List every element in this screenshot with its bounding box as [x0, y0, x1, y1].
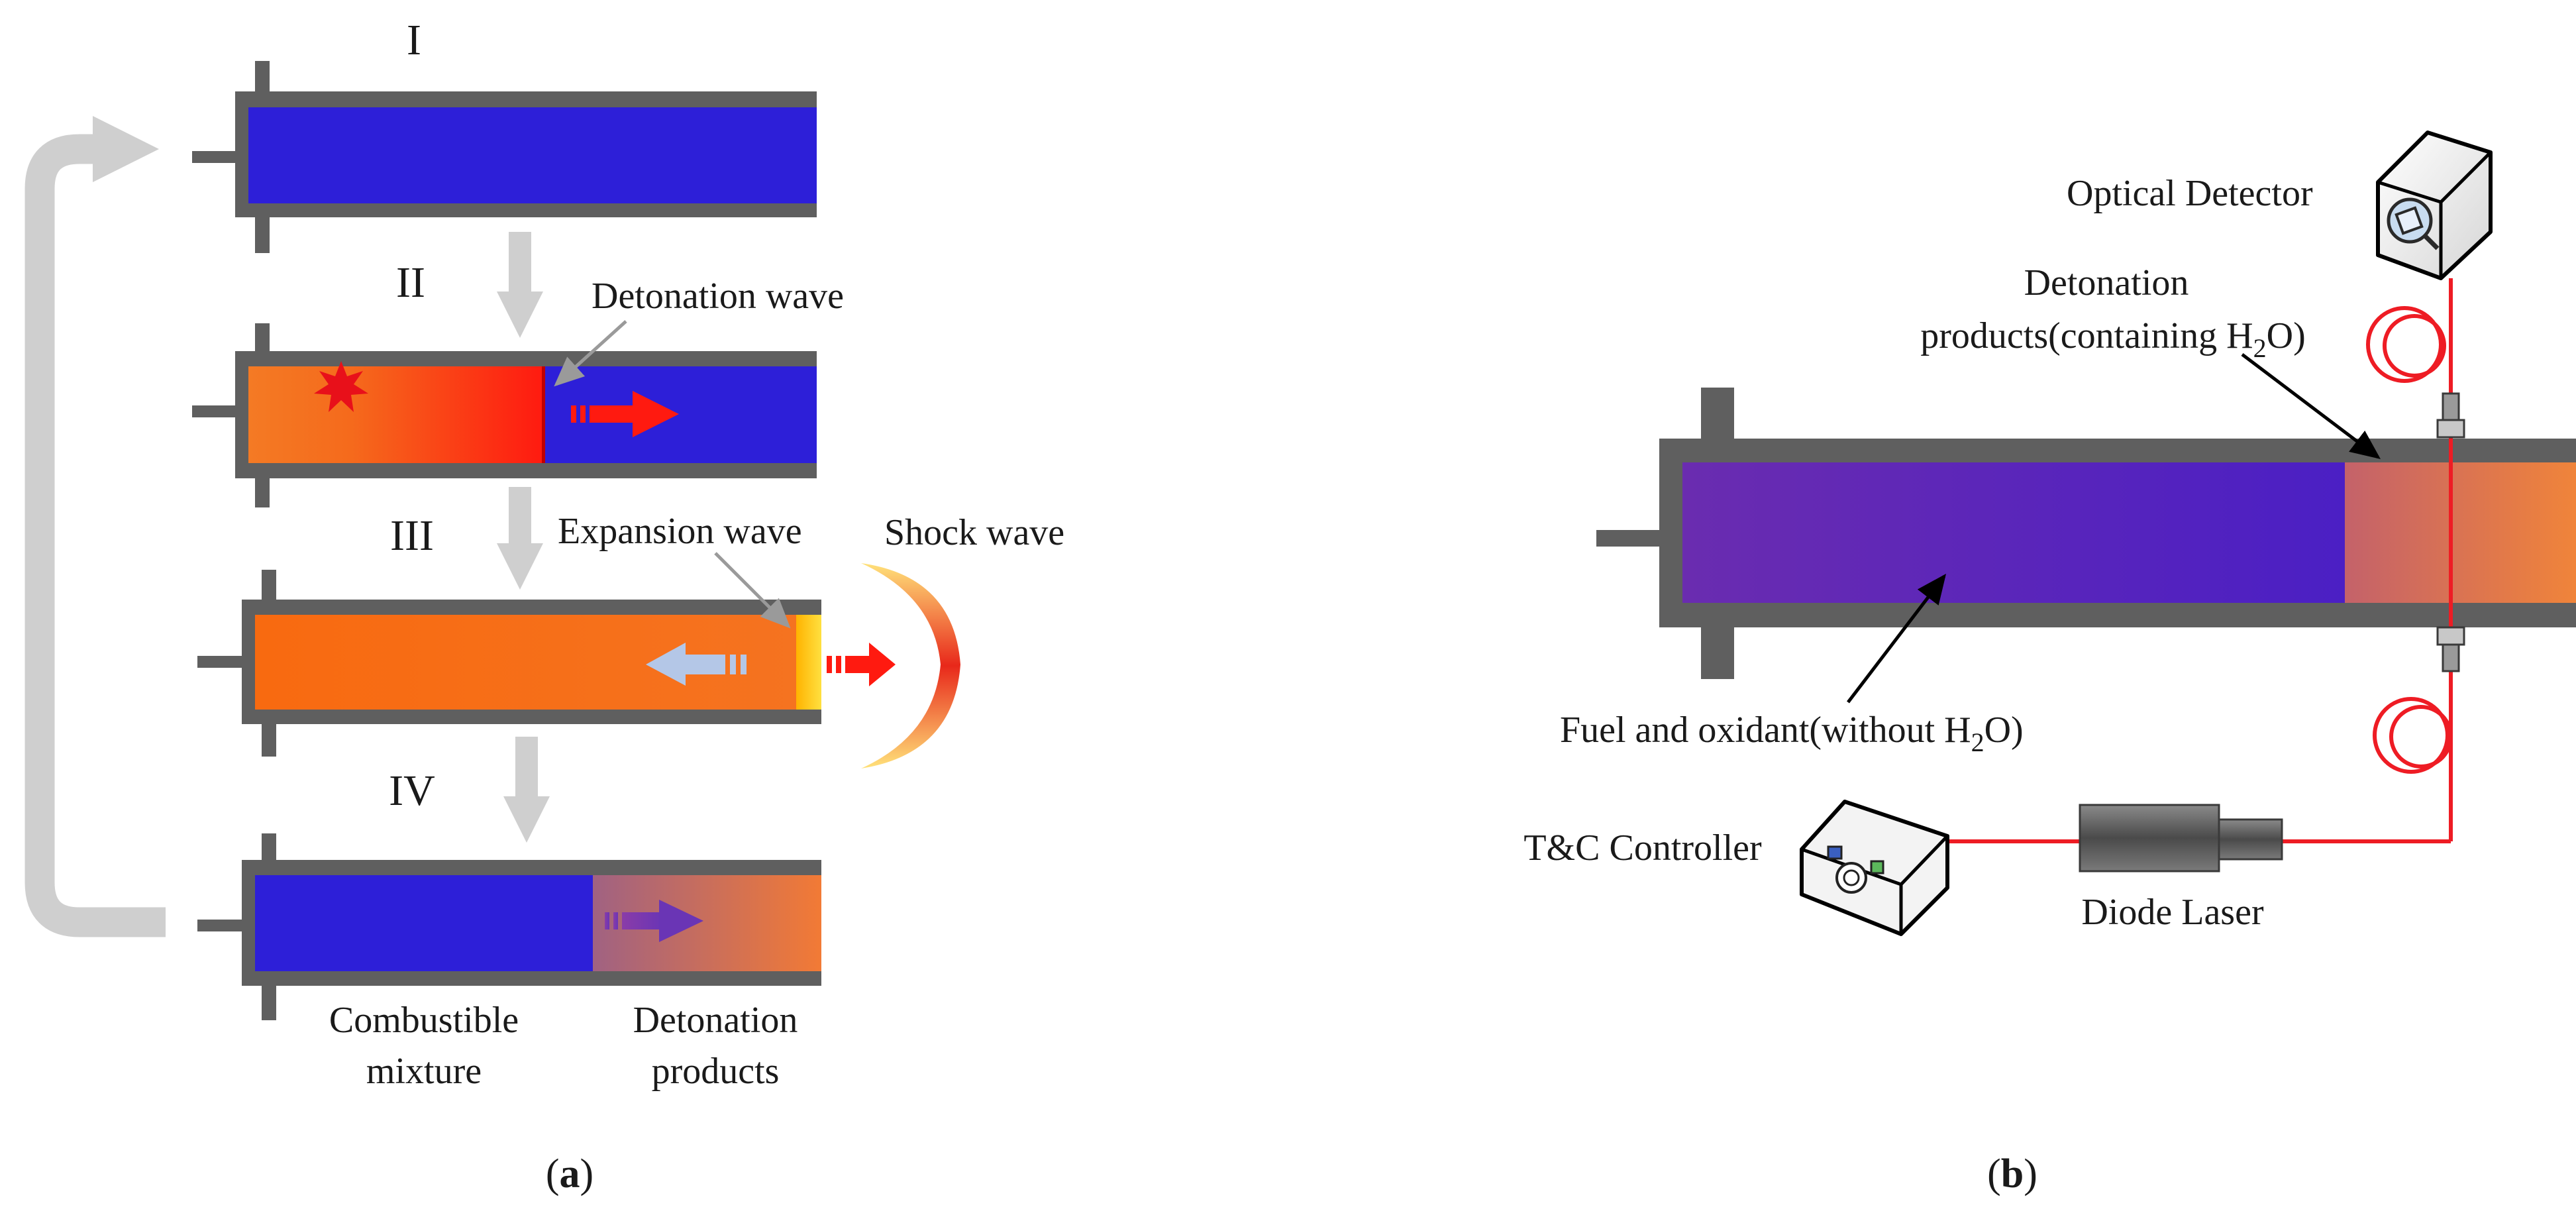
cycle-return-arrow [25, 116, 166, 937]
detonation-wave-label: Detonation wave [592, 276, 844, 317]
stage-transition-arrow [503, 737, 550, 843]
combustible-mixture-fill [543, 366, 817, 463]
stage-transition-arrow [497, 232, 543, 338]
combustible-mixture-fill [248, 107, 817, 203]
shock-direction-arrow [827, 643, 896, 686]
lower-fiber-coil [2373, 697, 2453, 774]
stage-label-iii: III [390, 511, 434, 560]
stage-label-ii: II [396, 258, 425, 307]
products-pointer [2241, 353, 2381, 460]
stage-iv-tube [197, 833, 821, 1020]
stage-label-iv: IV [389, 767, 435, 815]
stage-transition-arrow [497, 487, 543, 590]
upper-fiber-coil [2366, 306, 2446, 383]
ignition-spark-icon [314, 361, 368, 412]
detonation-products-fill [248, 366, 543, 463]
combustible-mixture-label-line1: Combustible [329, 1000, 519, 1041]
detonation-tube [1596, 388, 2576, 679]
shock-wave-label: Shock wave [884, 512, 1064, 553]
stage-ii-tube [192, 323, 817, 507]
upper-optical-window [2436, 392, 2465, 439]
stage-iii-tube [197, 570, 821, 757]
shock-wave-front [861, 563, 960, 768]
expansion-direction-arrow [646, 643, 747, 686]
panel-b: Optical Detector Detonation products(con… [1523, 131, 2576, 1196]
detonation-wave-pointer [554, 320, 627, 387]
fuel-oxidant-fill [1682, 462, 2345, 603]
diode-laser-icon [2079, 804, 2283, 873]
tc-controller-label: T&C Controller [1523, 827, 1762, 869]
expansion-wave-pointer [714, 552, 791, 629]
exhaust-direction-arrow [605, 900, 703, 942]
fuel-oxidant-label: Fuel and oxidant(without H2O) [1560, 710, 2024, 757]
expansion-wave-zone [796, 615, 821, 710]
expansion-wave-label: Expansion wave [558, 511, 802, 552]
combustible-mixture-label-line2: mixture [366, 1051, 482, 1092]
detonation-products-label-line2: products [652, 1051, 780, 1092]
lower-optical-window [2436, 626, 2465, 672]
panel-a: I II Detonation wave [25, 16, 1064, 1196]
detonation-products-fill [2345, 462, 2576, 603]
panel-b-caption: (b) [1987, 1151, 2037, 1196]
stage-label-i: I [407, 16, 421, 64]
tc-controller-icon [1800, 800, 1949, 936]
panel-a-caption: (a) [546, 1151, 593, 1196]
detonation-direction-arrow [571, 391, 679, 437]
optical-detector-label: Optical Detector [2067, 173, 2313, 214]
fuel-oxidant-pointer [1847, 574, 1947, 704]
optical-detector-icon [2376, 131, 2493, 280]
stage-i-tube [192, 61, 817, 253]
products-label-line1: Detonation [2024, 262, 2189, 303]
combustible-mixture-fill [255, 875, 593, 971]
detonation-products-label-line1: Detonation [633, 1000, 798, 1041]
diode-laser-label: Diode Laser [2081, 892, 2264, 933]
products-label-line2: products(containing H2O) [1920, 315, 2305, 363]
